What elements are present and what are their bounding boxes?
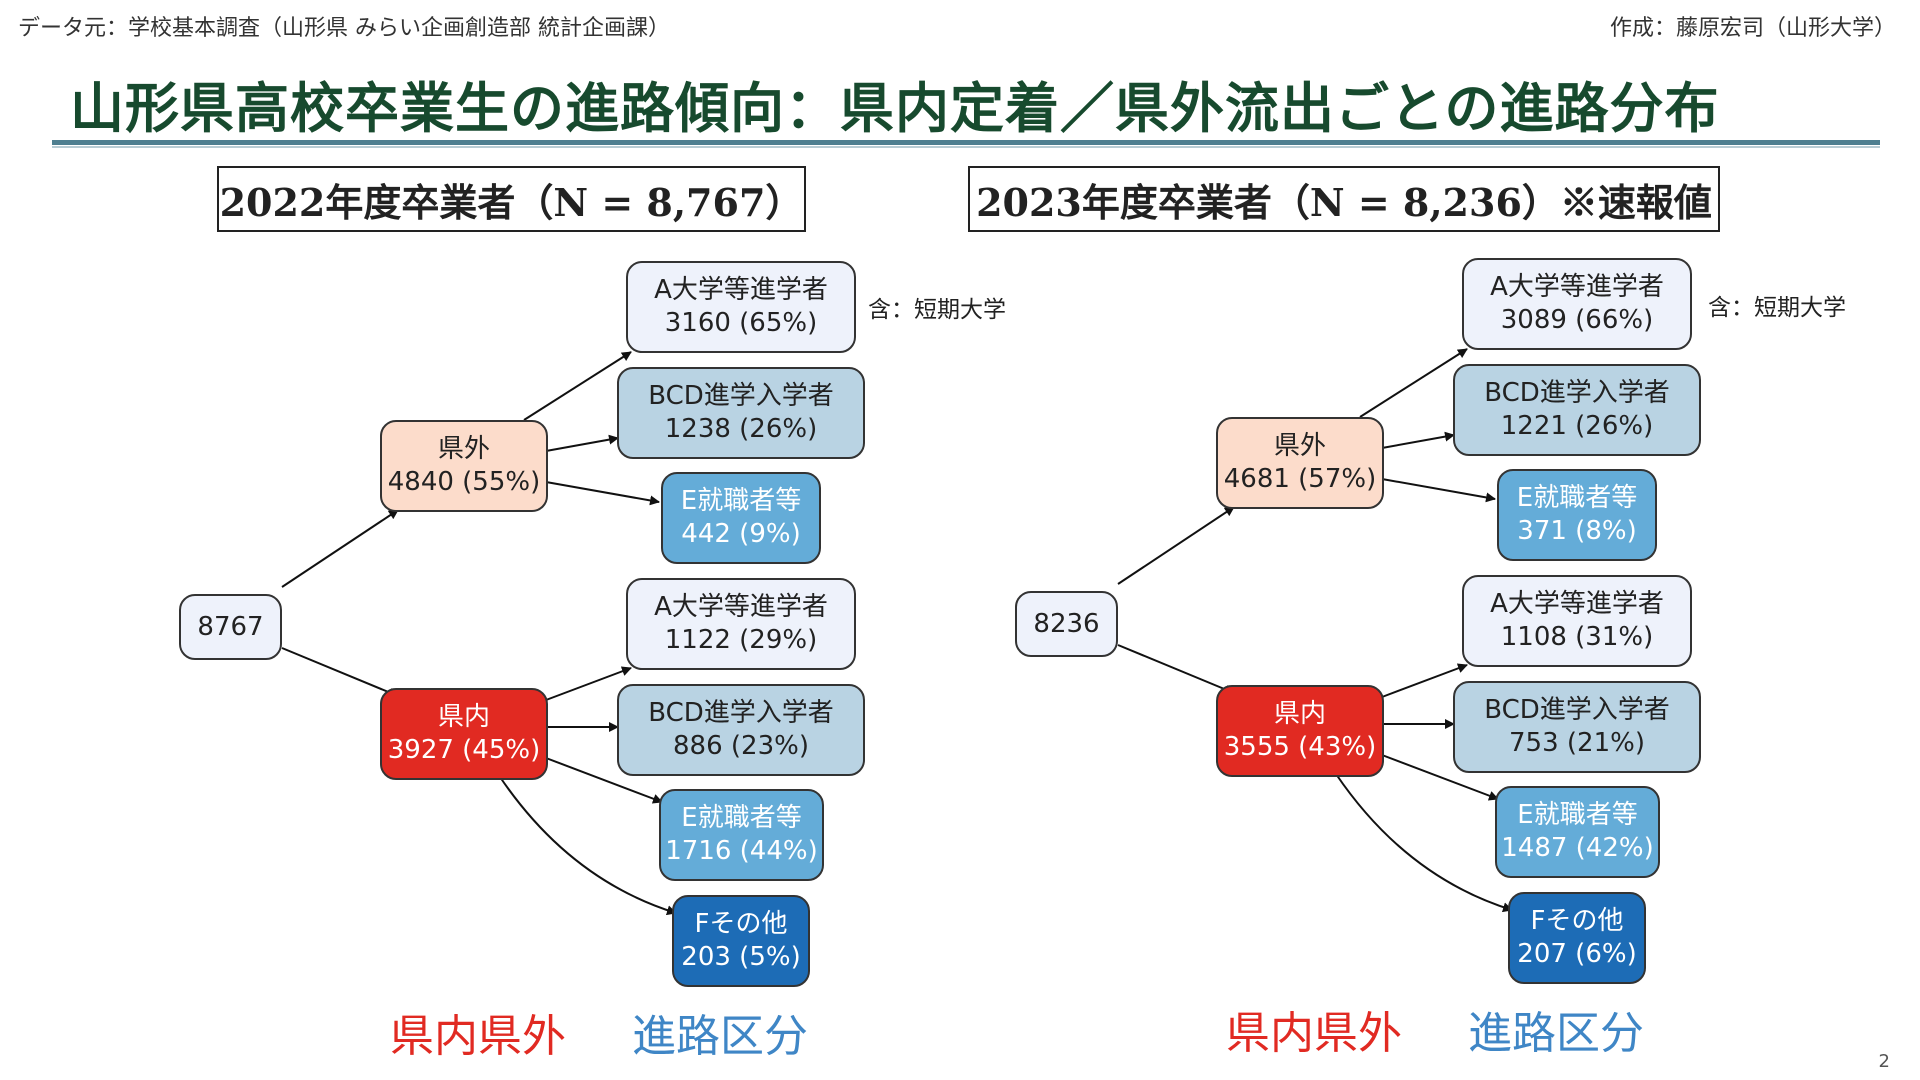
node-kennai-bcd-label: BCD進学入学者 <box>648 698 834 728</box>
node-kengai-bcd: BCD進学入学者 1221 (26%) <box>1453 364 1701 456</box>
node-kennai-a-value: 1122 (29%) <box>664 625 818 655</box>
legend-route-category: 進路区分 <box>1468 1008 1644 1059</box>
junior-college-note: 含：短期大学 <box>1708 295 1846 321</box>
node-kengai-e-value: 442 (9%) <box>681 519 801 549</box>
node-kennai-a-label: A大学等進学者 <box>1490 589 1664 619</box>
legend-kennai-kengai: 県内県外 <box>1226 1008 1402 1059</box>
node-kengai-e-value: 371 (8%) <box>1517 516 1637 546</box>
author-credit: 作成：藤原宏司（山形大学） <box>1609 16 1896 41</box>
edge-kennai-to-e <box>545 757 663 804</box>
node-kennai-bcd: BCD進学入学者 886 (23%) <box>617 684 865 776</box>
node-kennai-label: 県内 <box>1273 699 1326 729</box>
legend-route-category: 進路区分 <box>632 1011 808 1062</box>
node-kennai-e-value: 1487 (42%) <box>1501 833 1654 863</box>
node-kennai-label: 県内 <box>437 702 490 732</box>
node-kennai-a-value: 1108 (31%) <box>1500 622 1654 652</box>
edge-kengai-to-a <box>523 351 632 421</box>
junior-college-note: 含：短期大学 <box>868 297 1006 323</box>
node-kengai-label: 県外 <box>1273 431 1326 461</box>
node-kennai-f: Fその他 203 (5%) <box>672 895 810 987</box>
node-kengai-a: A大学等進学者 3089 (66%) <box>1462 258 1692 350</box>
node-kennai-e-label: E就職者等 <box>681 803 802 833</box>
node-kennai: 県内 3555 (43%) <box>1216 685 1384 777</box>
node-kengai-bcd-value: 1221 (26%) <box>1500 411 1654 441</box>
node-kennai-a: A大学等進学者 1122 (29%) <box>626 578 856 670</box>
node-kennai-f-value: 207 (6%) <box>1517 939 1637 969</box>
page-number: 2 <box>1878 1051 1890 1072</box>
panel-title-2023: 2023年度卒業者（N = 8,236）※速報値 <box>968 166 1720 232</box>
node-kennai-a: A大学等進学者 1108 (31%) <box>1462 575 1692 667</box>
node-kengai-bcd-label: BCD進学入学者 <box>648 381 834 411</box>
title-underline-shadow <box>52 146 1880 148</box>
node-kengai-a-value: 3089 (66%) <box>1500 305 1654 335</box>
edge-kennai-to-f <box>1335 773 1513 913</box>
edge-total-to-kennai <box>1117 644 1235 695</box>
edges-2022 <box>281 351 677 916</box>
edge-kengai-to-bcd <box>545 434 619 452</box>
node-kengai-e: E就職者等 371 (8%) <box>1497 469 1657 561</box>
node-kennai-f: Fその他 207 (6%) <box>1508 892 1646 984</box>
node-kennai-bcd-value: 753 (21%) <box>1509 728 1645 758</box>
node-kennai-e-value: 1716 (44%) <box>665 836 818 866</box>
edge-kengai-to-a <box>1359 348 1468 418</box>
node-kengai-bcd-label: BCD進学入学者 <box>1484 378 1670 408</box>
node-kennai-f-value: 203 (5%) <box>681 942 801 972</box>
edge-total-to-kennai <box>281 647 399 698</box>
node-kennai-e-label: E就職者等 <box>1517 800 1638 830</box>
edge-kennai-to-a <box>545 666 632 701</box>
edge-kennai-to-e <box>1381 754 1499 801</box>
page-title: 山形県高校卒業生の進路傾向：県内定着／県外流出ごとの進路分布 <box>70 77 1720 140</box>
node-kennai-bcd-label: BCD進学入学者 <box>1484 695 1670 725</box>
node-kengai-e-label: E就職者等 <box>1516 483 1638 513</box>
node-total-value: 8767 <box>197 611 264 642</box>
node-kennai: 県内 3927 (45%) <box>380 688 548 780</box>
edge-kengai-to-e <box>1381 478 1496 503</box>
node-kennai-value: 3927 (45%) <box>387 735 541 765</box>
node-kengai-value: 4840 (55%) <box>387 467 541 497</box>
node-kengai-value: 4681 (57%) <box>1223 464 1377 494</box>
node-kengai-e: E就職者等 442 (9%) <box>661 472 821 564</box>
panel-2023: 2023年度卒業者（N = 8,236）※速報値 8236 県外 4681 (5… <box>836 160 1846 1060</box>
node-kengai-a-label: A大学等進学者 <box>654 275 828 305</box>
node-kengai-a-label: A大学等進学者 <box>1490 272 1664 302</box>
panel-2022: 2022年度卒業者（N = 8,767） 8767 県外 4840 (55%) … <box>0 160 1006 1062</box>
node-total: 8767 <box>179 594 282 660</box>
edge-kengai-to-bcd <box>1381 431 1455 449</box>
node-kengai-bcd: BCD進学入学者 1238 (26%) <box>617 367 865 459</box>
edges-2023 <box>1117 348 1513 913</box>
node-kengai-a: A大学等進学者 3160 (65%) <box>626 261 856 353</box>
edge-total-to-kengai <box>1117 506 1235 585</box>
node-kennai-a-label: A大学等進学者 <box>654 592 828 622</box>
edge-kennai-to-f <box>499 776 677 916</box>
node-kengai-bcd-value: 1238 (26%) <box>664 414 818 444</box>
node-kennai-e: E就職者等 1487 (42%) <box>1495 786 1660 878</box>
data-source-note: データ元：学校基本調査（山形県 みらい企画創造部 統計企画課） <box>18 16 670 41</box>
node-kengai-e-label: E就職者等 <box>680 486 802 516</box>
node-kengai-a-value: 3160 (65%) <box>664 308 818 338</box>
node-kennai-value: 3555 (43%) <box>1223 732 1377 762</box>
legend-kennai-kengai: 県内県外 <box>390 1011 566 1062</box>
title-underline <box>52 140 1880 145</box>
node-kennai-f-label: Fその他 <box>1530 906 1624 936</box>
node-kengai: 県外 4681 (57%) <box>1216 417 1384 509</box>
node-kennai-bcd-value: 886 (23%) <box>673 731 809 761</box>
edge-kengai-to-e <box>545 481 660 506</box>
edge-kennai-to-a <box>1381 663 1468 698</box>
node-kengai: 県外 4840 (55%) <box>380 420 548 512</box>
node-kengai-label: 県外 <box>437 434 490 464</box>
edge-total-to-kengai <box>281 509 399 588</box>
node-kennai-f-label: Fその他 <box>694 909 788 939</box>
node-kennai-bcd: BCD進学入学者 753 (21%) <box>1453 681 1701 773</box>
node-total: 8236 <box>1015 591 1118 657</box>
node-kennai-e: E就職者等 1716 (44%) <box>659 789 824 881</box>
node-total-value: 8236 <box>1033 608 1100 639</box>
panel-title-2022: 2022年度卒業者（N = 8,767） <box>217 166 806 232</box>
